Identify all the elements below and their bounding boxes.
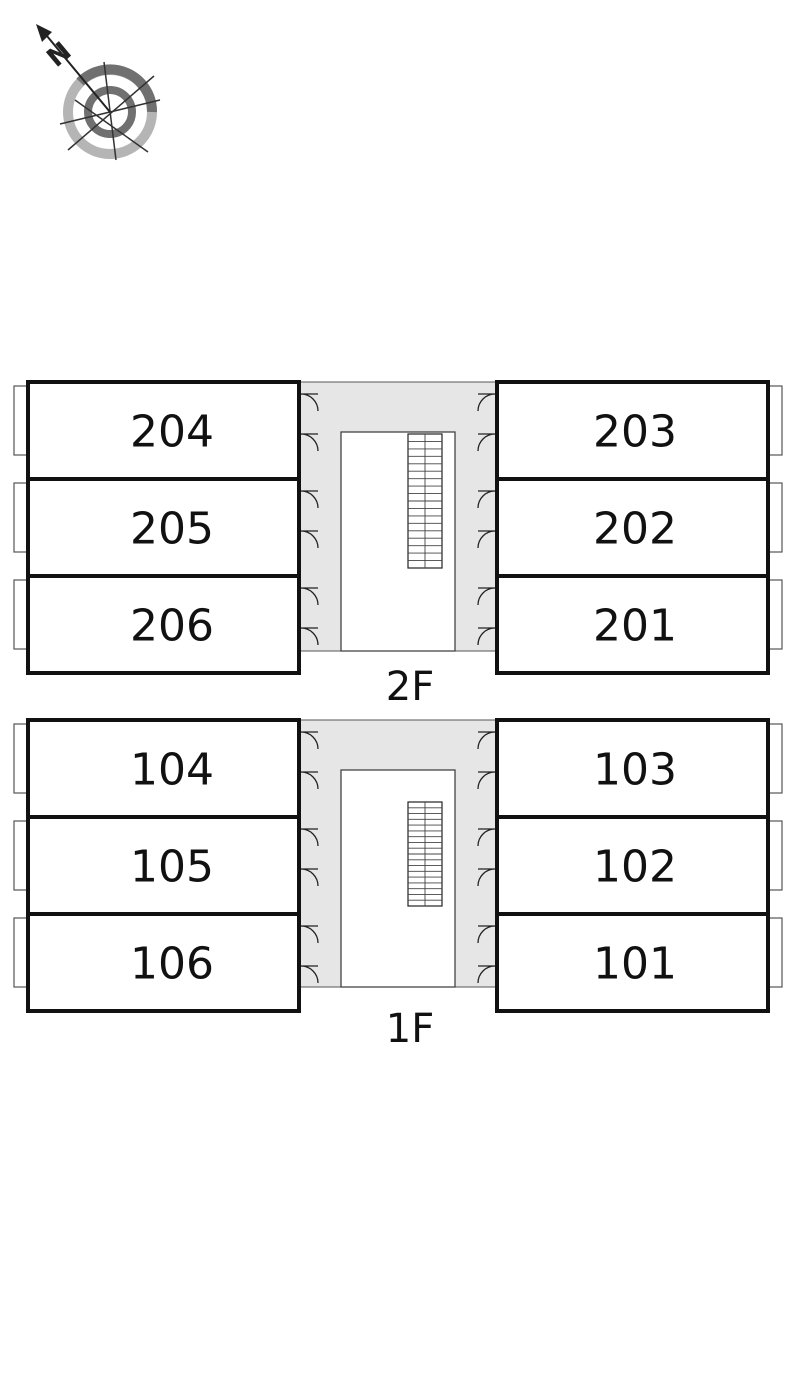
compass-outer-arc [76,64,158,113]
door-swing-icon [477,530,496,549]
unit-number: 202 [593,504,677,555]
unit-number: 201 [593,601,677,652]
unit-number: 102 [593,842,677,893]
balcony [767,723,783,794]
compass-letter: N [41,36,77,73]
compass-north-arrowhead [36,24,52,42]
unit-room [26,912,301,1013]
unit-number: 205 [130,504,214,555]
balcony [13,482,29,553]
balcony [767,579,783,650]
door-swing-icon [300,587,319,606]
door-swing-icon [477,828,496,847]
door-swing-icon [477,393,496,412]
door-swing-icon [477,433,496,452]
door-swing-icon [300,393,319,412]
floors: 204 203 205 202 206 201 2F 104 103 105 102 106 101 1F [13,380,783,1052]
door-swing-icon [477,925,496,944]
door-swing-icon [300,771,319,790]
door-swing-icon [477,490,496,509]
door-swing-icon [300,965,319,984]
door-swing-icon [477,627,496,646]
door-swing-icon [300,433,319,452]
door-swing-icon [300,627,319,646]
unit-number: 103 [593,745,677,796]
balcony [13,385,29,456]
unit-room [495,477,770,578]
unit-room [26,477,301,578]
unit-number: 105 [130,842,214,893]
door-swing-icon [300,925,319,944]
unit-room [495,815,770,916]
unit-number: 206 [130,601,214,652]
unit-number: 203 [593,407,677,458]
door-swing-icon [477,965,496,984]
door-swing-icon [477,771,496,790]
balcony [13,820,29,891]
floor-label: 2F [386,664,434,710]
balcony [767,820,783,891]
floor-label: 1F [386,1006,434,1052]
door-swing-icon [477,868,496,887]
compass-inner-ring [84,86,136,138]
unit-room [495,574,770,675]
door-swing-icon [300,530,319,549]
door-swing-icon [300,828,319,847]
compass-north-icon: N [36,24,161,161]
compass-north-line [41,29,111,113]
unit-room [495,718,770,819]
floor-2f: 204 203 205 202 206 201 2F [13,380,783,710]
unit-number: 106 [130,939,214,990]
door-swing-icon [300,731,319,750]
unit-room [26,718,301,819]
door-swing-icon [477,587,496,606]
balcony [13,917,29,988]
balcony [767,482,783,553]
door-swing-icon [477,731,496,750]
unit-number: 101 [593,939,677,990]
balcony [767,917,783,988]
unit-number: 104 [130,745,214,796]
unit-room [26,574,301,675]
unit-number: 204 [130,407,214,458]
door-swing-icon [300,868,319,887]
balcony [13,723,29,794]
balcony [13,579,29,650]
unit-room [495,912,770,1013]
unit-room [495,380,770,481]
balcony [767,385,783,456]
floor-1f: 104 103 105 102 106 101 1F [13,718,783,1052]
door-swing-icon [300,490,319,509]
